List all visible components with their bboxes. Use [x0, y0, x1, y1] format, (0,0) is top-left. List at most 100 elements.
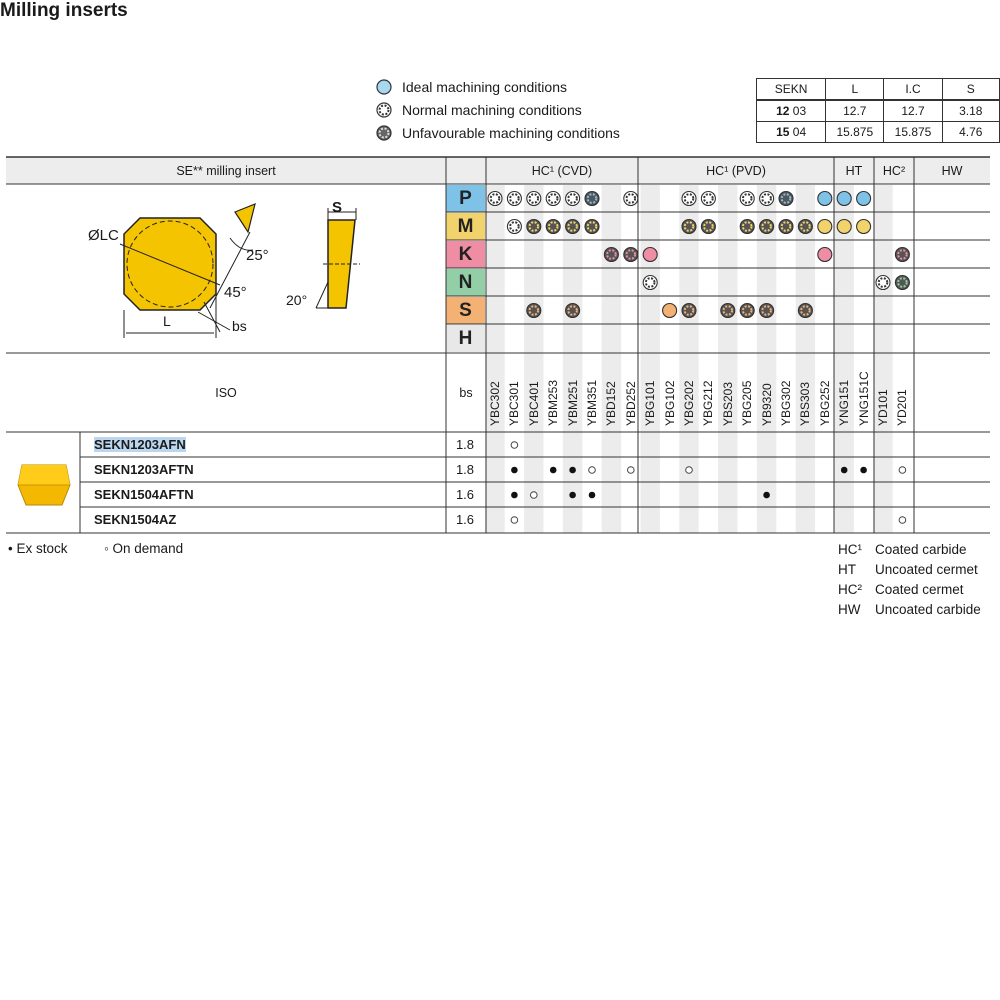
ex-stock-dot: [840, 466, 848, 474]
legend-unfavourable: Unfavourable machining conditions: [376, 123, 620, 143]
grade-label: YD101: [876, 389, 890, 426]
unfavourable-condition-icon: [376, 125, 392, 141]
on-demand-dot: [588, 466, 596, 474]
grade-label: YBD152: [604, 381, 619, 426]
length-l-label: L: [163, 313, 171, 329]
ex-stock-dot: [860, 466, 867, 474]
angle-25-label: 25°: [246, 247, 269, 264]
ideal-condition-icon: [662, 302, 678, 319]
dim-l: 15.875: [825, 121, 885, 143]
unfavourable-condition-icon: [526, 302, 542, 319]
unfavourable-condition-icon: [739, 302, 755, 319]
unfavourable-condition-icon: [681, 302, 697, 319]
normal-condition-icon: [526, 190, 542, 207]
group-hc2: HC²: [882, 164, 906, 178]
normal-condition-icon: [545, 190, 561, 207]
unfavourable-condition-icon: [778, 190, 794, 207]
normal-condition-icon: [739, 190, 755, 207]
normal-condition-icon: [506, 190, 522, 207]
normal-condition-icon: [759, 190, 775, 207]
unfavourable-condition-icon: [584, 218, 600, 235]
ideal-condition-icon: [836, 190, 852, 207]
on-demand-dot: [898, 516, 907, 524]
dim-header-ic: I.C: [883, 78, 943, 101]
grade-label: YBG101: [643, 380, 658, 426]
ideal-condition-icon: [817, 246, 833, 263]
diameter-lc-label: ØLC: [88, 227, 119, 244]
normal-condition-icon: [487, 190, 503, 207]
unfavourable-condition-icon: [894, 274, 910, 291]
bs-value: 1.8: [455, 462, 475, 477]
unfavourable-condition-icon: [681, 218, 697, 235]
unfavourable-condition-icon: [720, 302, 736, 319]
normal-condition-icon: [700, 190, 716, 207]
unfavourable-condition-icon: [700, 218, 716, 235]
on-demand-dot: [898, 466, 907, 474]
group-ht: HT: [845, 164, 863, 178]
unfavourable-condition-icon: [759, 302, 775, 319]
legend-normal-label: Normal machining conditions: [402, 102, 582, 118]
inscribed-circle: [126, 220, 214, 308]
ideal-condition-icon: [376, 79, 392, 95]
legend-unfavourable-label: Unfavourable machining conditions: [402, 125, 620, 141]
dim-ic: 12.7: [883, 99, 943, 122]
dim-s: 4.76: [941, 121, 1000, 143]
material-cell: [446, 325, 485, 352]
material-m: M: [457, 215, 474, 237]
group-hc-cvd: HC¹ (CVD): [531, 164, 593, 178]
normal-condition-icon: [681, 190, 697, 207]
angle-45-label: 45°: [224, 284, 247, 301]
group-hw: HW: [941, 164, 963, 178]
unfavourable-condition-icon: [797, 218, 813, 235]
normal-condition-icon: [623, 190, 639, 207]
material-cell: [446, 269, 485, 296]
ideal-condition-icon: [642, 246, 658, 263]
key-code: HC²: [838, 582, 862, 597]
ex-stock-note: • Ex stock: [8, 541, 68, 556]
grade-label: YBC302: [488, 381, 502, 426]
ideal-condition-icon: [836, 218, 852, 235]
legend-ideal-label: Ideal machining conditions: [402, 79, 567, 95]
unfavourable-condition-icon: [584, 190, 600, 207]
bs-value: 1.8: [455, 437, 475, 452]
ideal-condition-icon: [817, 190, 833, 207]
unfavourable-condition-icon: [759, 218, 775, 235]
grade-label: YBG205: [740, 380, 755, 426]
legend-normal: Normal machining conditions: [376, 100, 582, 120]
unfavourable-condition-icon: [526, 218, 542, 235]
ex-stock-dot: [511, 466, 518, 474]
dimensions-row: 12 03 12.7 12.7 3.18: [755, 99, 1000, 122]
unfavourable-condition-icon: [739, 218, 755, 235]
normal-condition-icon: [565, 190, 581, 207]
material-cell: [446, 241, 485, 268]
unfavourable-condition-icon: [565, 302, 581, 319]
key-desc: Uncoated cermet: [875, 562, 978, 577]
grade-label: YB9320: [759, 383, 774, 426]
iso-code: SEKN1504AFTN: [94, 487, 194, 502]
ideal-condition-icon: [817, 218, 833, 235]
iso-code: SEKN1504AZ: [94, 512, 177, 527]
on-demand-dot: [510, 516, 519, 524]
dimensions-table: SEKN L I.C S 12 03 12.7 12.7 3.18 15 04 …: [755, 78, 1000, 143]
ex-stock-dot: [549, 466, 557, 474]
normal-condition-icon: [506, 218, 522, 235]
bs-value: 1.6: [455, 512, 475, 527]
material-k: K: [458, 243, 473, 265]
ex-stock-dot: [511, 491, 518, 499]
key-desc: Uncoated carbide: [875, 602, 981, 617]
material-cell: [446, 213, 485, 240]
grade-label: YNG151: [837, 379, 852, 426]
grade-label: YBG102: [662, 380, 677, 426]
key-desc: Coated carbide: [875, 542, 967, 557]
unfavourable-condition-icon: [545, 218, 561, 235]
grade-label: YBS303: [798, 381, 813, 426]
dim-header-sekn: SEKN: [755, 78, 827, 101]
key-code: HC¹: [838, 542, 862, 557]
on-demand-dot: [510, 441, 519, 449]
dimensions-header-row: SEKN L I.C S: [755, 78, 1000, 101]
thickness-s-label: S: [332, 199, 343, 216]
unfavourable-condition-icon: [797, 302, 813, 319]
insert-type-label: SE** milling insert: [176, 164, 276, 178]
ex-stock-dot: [569, 466, 576, 474]
grade-label: YBG202: [682, 380, 696, 426]
